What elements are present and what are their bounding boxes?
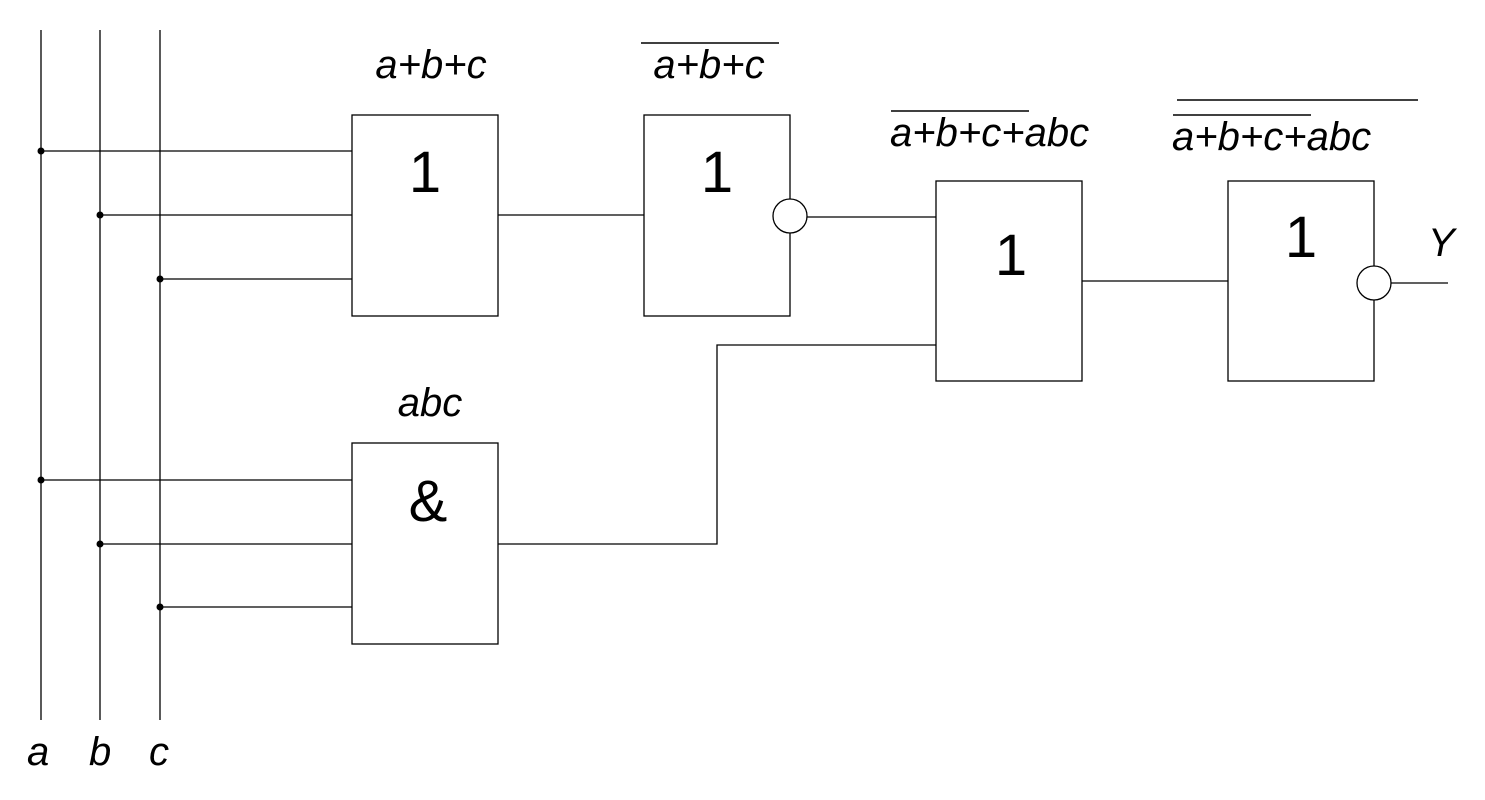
or-gate-output-label: a+b+c bbox=[375, 43, 486, 87]
nor-gate-output-label: a+b+c+abc bbox=[1172, 115, 1371, 159]
junction-dot bbox=[37, 476, 45, 484]
or2-label-overlined-part: a+b+c bbox=[890, 111, 1001, 155]
or2-gate-output-label: a+b+c+abc bbox=[890, 111, 1089, 155]
or2-label-rest: +abc bbox=[1001, 111, 1089, 155]
and-gate-output-label: abc bbox=[398, 381, 463, 425]
input-label-b: b bbox=[89, 730, 111, 774]
not-gate-symbol: 1 bbox=[701, 140, 733, 205]
inversion-bubble bbox=[772, 198, 808, 234]
and-gate-symbol: & bbox=[409, 469, 448, 534]
junction-dot bbox=[156, 603, 164, 611]
and-gate-3-input bbox=[351, 442, 499, 645]
nor-gate-symbol: 1 bbox=[1285, 205, 1317, 270]
input-label-c: c bbox=[149, 730, 169, 774]
junction-dot bbox=[37, 147, 45, 155]
inversion-bubble bbox=[1356, 265, 1392, 301]
input-label-a: a bbox=[27, 730, 49, 774]
nor-gate bbox=[1227, 180, 1375, 382]
nor-label-overlined-part: a+b+c bbox=[1172, 115, 1283, 159]
wire-and3-to-or2 bbox=[498, 344, 936, 545]
or-gate-symbol: 1 bbox=[409, 140, 441, 205]
junction-dot bbox=[96, 211, 104, 219]
not-gate-output-label: a+b+c bbox=[653, 43, 764, 87]
nor-label-rest: +abc bbox=[1283, 115, 1371, 159]
or2-gate-symbol: 1 bbox=[995, 223, 1027, 288]
not-gate bbox=[643, 114, 791, 317]
junction-dot bbox=[96, 540, 104, 548]
output-label-y: Y bbox=[1428, 221, 1458, 265]
junction-dot bbox=[156, 275, 164, 283]
or-gate-2-input bbox=[935, 180, 1083, 382]
